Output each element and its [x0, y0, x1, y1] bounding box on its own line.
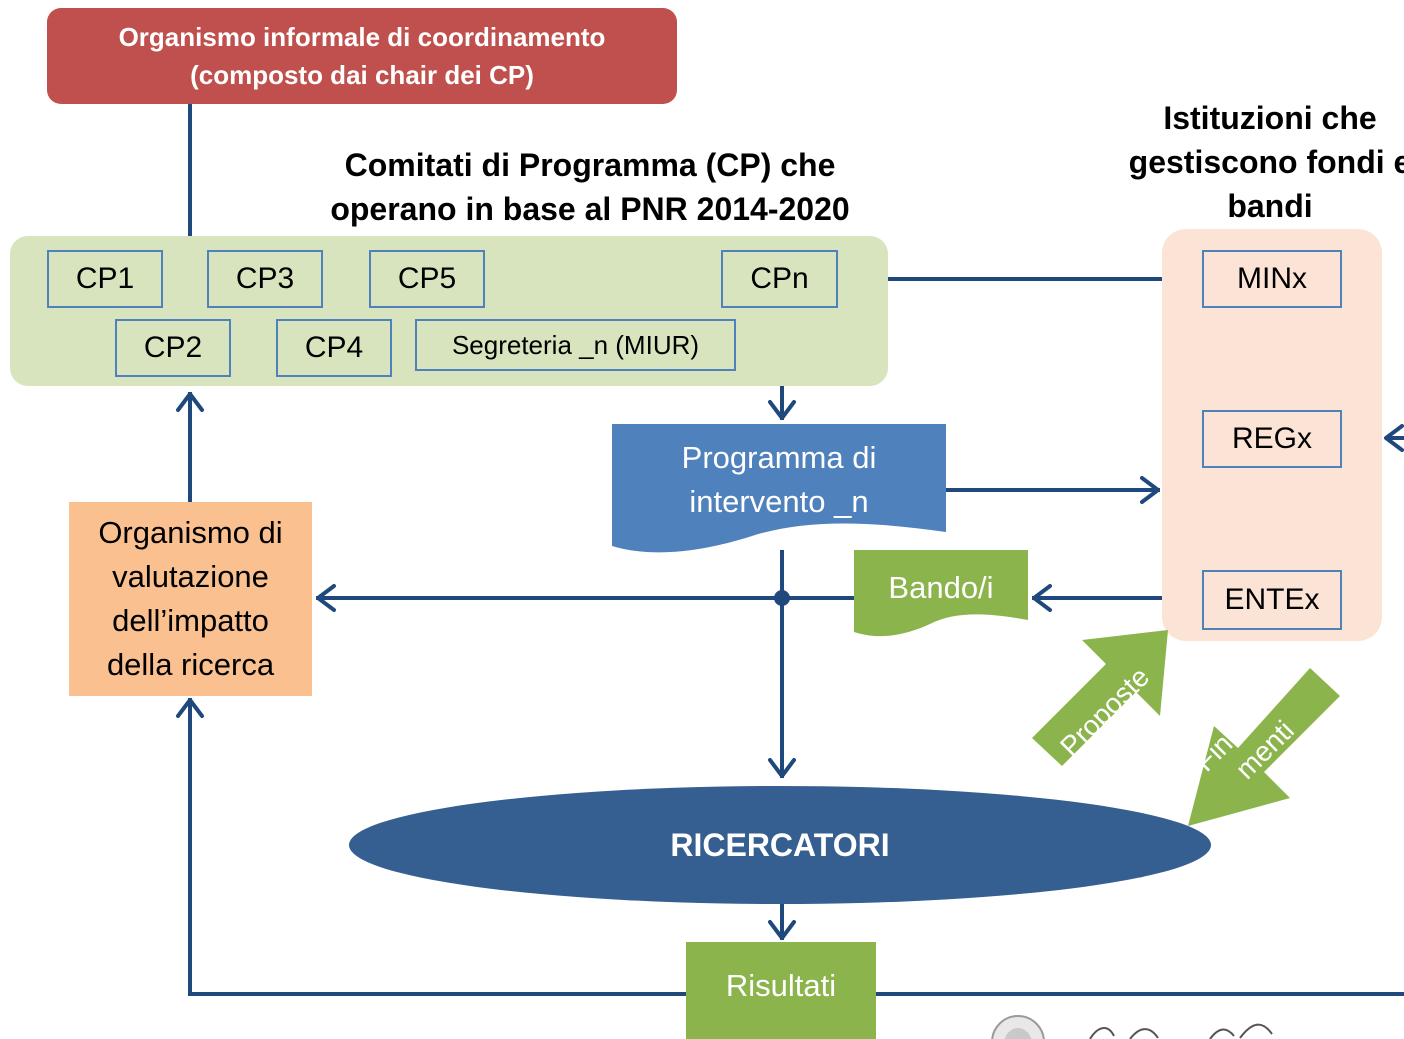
ricercatori-ellipse: RICERCATORI	[349, 786, 1211, 904]
programma-shape	[612, 424, 946, 553]
valutazione-line4: della ricerca	[106, 647, 275, 682]
institutions-heading-line3: bandi	[1227, 188, 1313, 224]
proposte-arrow	[1032, 630, 1168, 766]
cp3-box: CP3	[207, 250, 323, 308]
finanziamenti-arrow	[1188, 668, 1340, 826]
cp-heading: Comitati di Programma (CP) che operano i…	[310, 143, 870, 231]
minx-box: MINx	[1202, 250, 1342, 308]
cp-heading-line2: operano in base al PNR 2014-2020	[330, 191, 850, 227]
valutazione-line3: dell’impatto	[112, 603, 269, 638]
coordination-title-line1: Organismo informale di coordinamento	[118, 22, 606, 52]
segreteria-box: Segreteria _n (MIUR)	[415, 319, 736, 371]
arrowhead-to-bando	[1032, 584, 1052, 612]
cp4-box: CP4	[276, 319, 392, 377]
programma-label: Programma di intervento _n	[612, 432, 946, 528]
cp1-box: CP1	[47, 250, 163, 308]
programma-line2: intervento _n	[689, 484, 869, 519]
institutions-heading-line1: Istituzioni che	[1163, 100, 1377, 136]
institutions-heading: Istituzioni che gestiscono fondi e bandi	[1120, 96, 1404, 228]
arrowhead-to-valutazione	[316, 584, 336, 612]
risultati-shape	[686, 942, 876, 1039]
cp-heading-line1: Comitati di Programma (CP) che	[344, 147, 836, 183]
risultati-label: Risultati	[725, 968, 837, 1003]
cpn-box: CPn	[721, 250, 838, 308]
arrowhead-to-risultati	[768, 920, 796, 940]
ministry-logo	[991, 1015, 1273, 1039]
junction-dot	[774, 590, 790, 606]
cp5-box: CP5	[369, 250, 485, 308]
arrowhead-to-programma	[768, 400, 796, 420]
cp2-box: CP2	[115, 319, 231, 377]
coordination-body-box: Organismo informale di coordinamento (co…	[47, 8, 677, 104]
valutazione-line1: Organismo di	[98, 515, 283, 550]
arrowhead-to-cp-panel	[176, 392, 204, 412]
entex-box: ENTEx	[1202, 570, 1342, 630]
arrowhead-to-ricercatori	[768, 758, 796, 778]
arrowhead-to-institutions	[1140, 476, 1160, 504]
line-risultati-feedback	[188, 698, 688, 996]
institutions-heading-line2: gestiscono fondi e	[1128, 144, 1404, 180]
programma-line1: Programma di	[681, 440, 877, 475]
arrowhead-feedback-to-valutazione	[176, 698, 204, 718]
bando-shape	[854, 550, 1028, 637]
coordination-title-line2: (composto dai chair dei CP)	[190, 60, 534, 90]
bando-label: Bando/i	[888, 570, 994, 605]
valutazione-line2: valutazione	[112, 559, 269, 594]
regx-box: REGx	[1202, 410, 1342, 468]
valutazione-box: Organismo di valutazione dell’impatto de…	[69, 502, 312, 696]
